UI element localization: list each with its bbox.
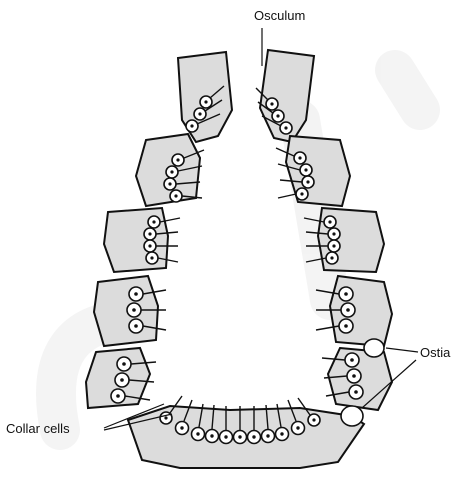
- wall-segment-left-4: [94, 276, 158, 346]
- ostia-label: Ostia: [420, 345, 451, 360]
- ostia-leader-upper: [386, 348, 418, 352]
- wall-segment-right-4: [330, 276, 392, 346]
- ostium-lower: [341, 406, 363, 426]
- collar-cells-label: Collar cells: [6, 421, 70, 436]
- osculum-label: Osculum: [254, 8, 305, 23]
- ostium-upper: [364, 339, 384, 357]
- body-wall: [86, 50, 392, 468]
